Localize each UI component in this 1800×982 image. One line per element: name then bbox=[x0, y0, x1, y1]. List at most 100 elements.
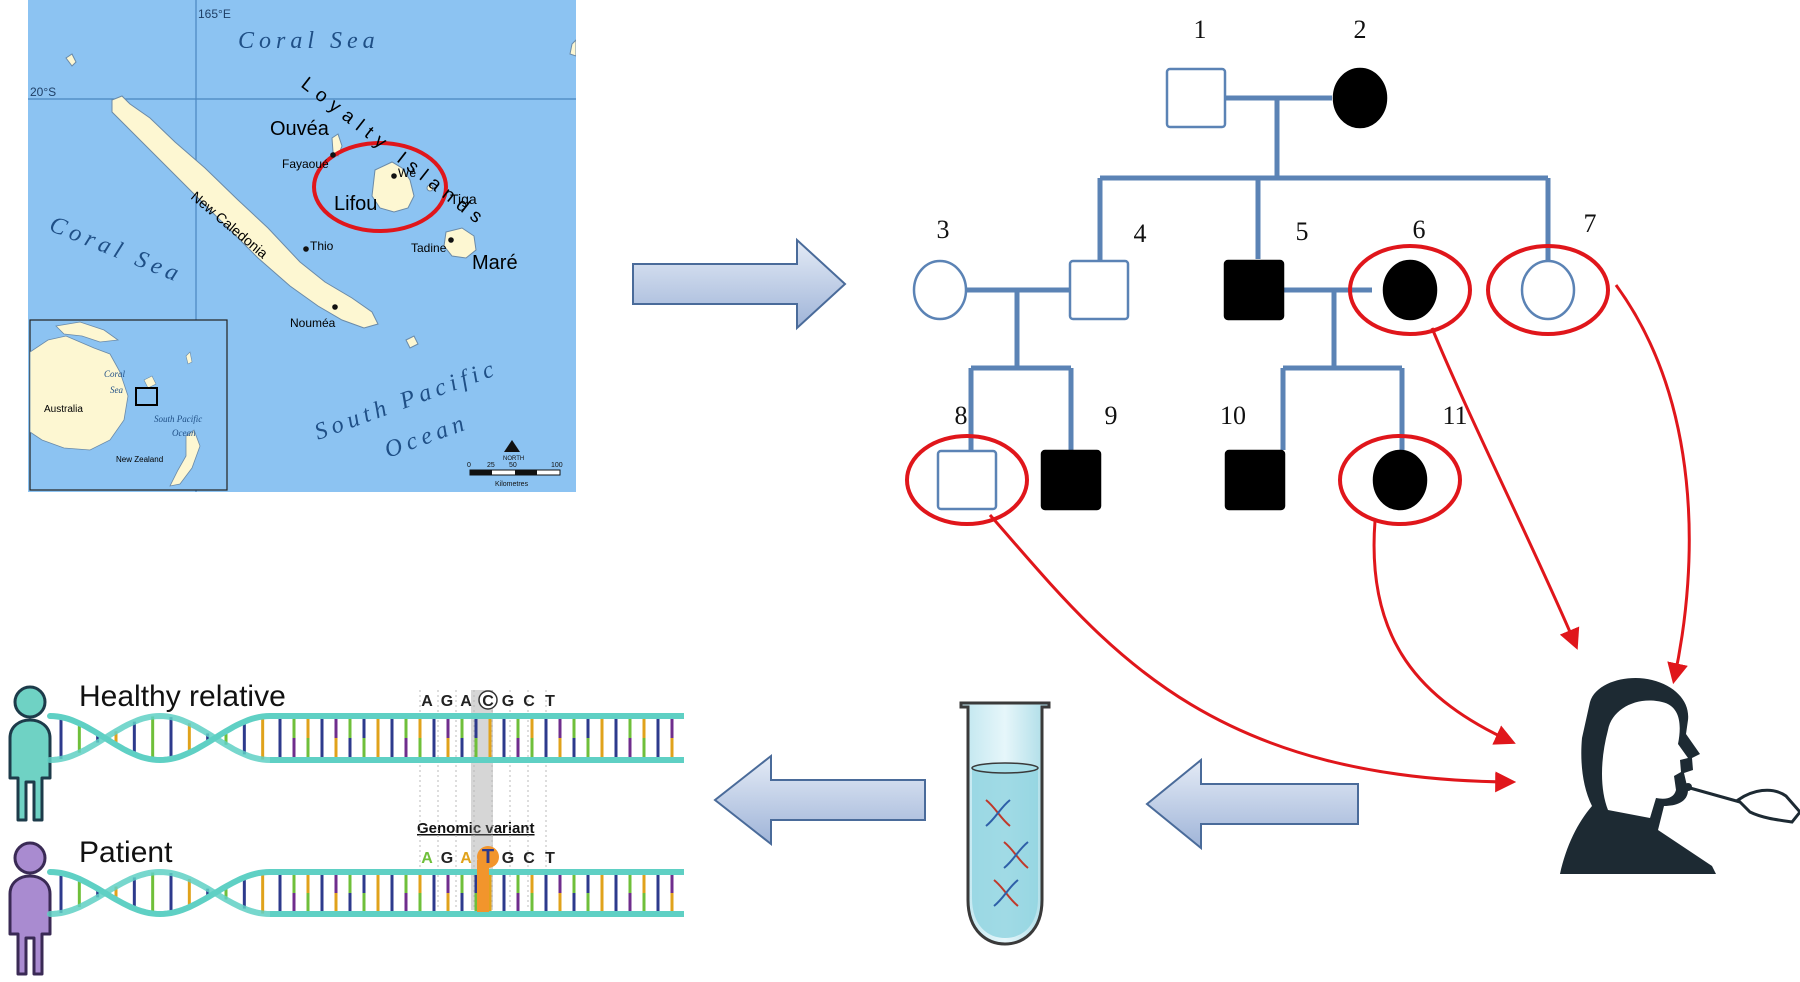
pedigree-label-8: 8 bbox=[955, 401, 968, 430]
sampling-arrow-8 bbox=[988, 514, 1517, 793]
thio-dot bbox=[303, 246, 309, 252]
australia-landmass bbox=[30, 335, 129, 451]
scale-unit: Kilometres bbox=[495, 481, 529, 488]
scale-100: 100 bbox=[551, 462, 563, 469]
healthy-base: A bbox=[460, 693, 472, 710]
inset-coral-label: Coral bbox=[104, 369, 126, 379]
map: 165°E 20°S Coral Sea Coral Sea Loyalty I… bbox=[28, 0, 576, 492]
scale-bar bbox=[469, 469, 561, 476]
mare-label: Maré bbox=[472, 252, 518, 274]
patient-base: T bbox=[482, 846, 494, 868]
scale-0: 0 bbox=[467, 462, 471, 469]
we-dot bbox=[391, 173, 397, 179]
patient-base: A bbox=[421, 850, 433, 867]
mare-island bbox=[443, 227, 477, 259]
pedigree-label-5: 5 bbox=[1296, 217, 1309, 246]
healthy-base: G bbox=[441, 693, 453, 710]
sampling-arrows bbox=[988, 284, 1691, 793]
healthy-base: T bbox=[545, 693, 555, 710]
pedigree-label-11: 11 bbox=[1442, 401, 1467, 430]
patient-base: G bbox=[502, 850, 514, 867]
ouvea-label: Ouvéa bbox=[270, 118, 330, 140]
variant-marker bbox=[477, 860, 489, 912]
arrow-tube-to-dna bbox=[713, 753, 926, 847]
lifou-highlight-circle bbox=[312, 141, 448, 233]
north-arrow-icon bbox=[504, 440, 520, 452]
tiga-label: Tiga bbox=[450, 191, 477, 207]
patient-base: A bbox=[460, 850, 472, 867]
tiga-island bbox=[426, 184, 434, 192]
variant-base-circle bbox=[478, 690, 498, 710]
healthy-person-icon bbox=[8, 685, 52, 822]
patient-base: T bbox=[545, 850, 555, 867]
inset-map: Australia Coral Sea South Pacific Ocean … bbox=[29, 319, 228, 491]
islet bbox=[143, 375, 157, 389]
swab-person-icon bbox=[1560, 678, 1800, 874]
sampling-arrow-7 bbox=[1614, 284, 1691, 685]
sampling-arrow-11 bbox=[1372, 520, 1516, 745]
healthy-base: G bbox=[502, 693, 514, 710]
pedigree-label-3: 3 bbox=[937, 215, 950, 244]
fayaoue-dot bbox=[330, 152, 336, 158]
dna-helix-healthy bbox=[47, 712, 684, 764]
pedigree-individual-11 bbox=[1372, 449, 1428, 511]
pedigree-individual-8 bbox=[936, 449, 998, 511]
pedigree-individual-3 bbox=[912, 259, 968, 321]
pedigree-lines bbox=[966, 95, 1551, 452]
healthy-base: C bbox=[482, 693, 494, 710]
pedigree-label-4: 4 bbox=[1134, 219, 1147, 248]
islet bbox=[569, 39, 576, 57]
pedigree-individual-6 bbox=[1382, 259, 1438, 321]
islet bbox=[405, 335, 419, 349]
variant-base-circle bbox=[477, 846, 499, 868]
inset-locator-box bbox=[135, 387, 158, 406]
pedigree-individual-1 bbox=[1165, 67, 1227, 129]
pedigree-label-7: 7 bbox=[1584, 209, 1597, 238]
healthy-base: C bbox=[523, 693, 535, 710]
longitude-label: 165°E bbox=[198, 7, 231, 21]
pedigree-label-2: 2 bbox=[1354, 15, 1367, 44]
islet bbox=[185, 351, 193, 365]
noumea-label: Nouméa bbox=[290, 316, 336, 330]
genomic-variant-label: Genomic variant bbox=[417, 820, 535, 837]
pedigree-label-6: 6 bbox=[1413, 215, 1426, 244]
sampled-highlight-11 bbox=[1338, 434, 1462, 526]
fayaoue-label: Fayaoué bbox=[282, 157, 329, 171]
pedigree-label-9: 9 bbox=[1105, 401, 1118, 430]
scale-25: 25 bbox=[487, 462, 495, 469]
tadine-dot bbox=[448, 237, 454, 243]
inset-sea-label: Sea bbox=[110, 385, 123, 395]
dna-comparison-panel: Healthy relative Patient Genomic variant… bbox=[8, 680, 684, 976]
lifou-island bbox=[371, 161, 415, 213]
healthy-base: A bbox=[421, 693, 433, 710]
thio-label: Thio bbox=[310, 239, 334, 253]
new-caledonia-island bbox=[111, 95, 379, 329]
scale-50: 50 bbox=[509, 462, 517, 469]
patient-person-icon bbox=[8, 841, 52, 976]
inset-australia-label: Australia bbox=[44, 404, 83, 415]
pedigree-individual-9 bbox=[1040, 449, 1102, 511]
pedigree-individual-10 bbox=[1224, 449, 1286, 511]
arrow-map-to-pedigree bbox=[632, 237, 847, 331]
healthy-relative-label: Healthy relative bbox=[79, 680, 286, 713]
arrow-swab-to-tube bbox=[1145, 757, 1359, 851]
sampled-highlight-7 bbox=[1486, 244, 1610, 336]
we-label: Wé bbox=[398, 166, 416, 180]
sampled-highlight-8 bbox=[905, 434, 1029, 526]
inset-new-zealand-label: New Zealand bbox=[116, 455, 163, 464]
pedigree-individual-4 bbox=[1068, 259, 1130, 321]
islet bbox=[65, 53, 77, 67]
dna-strand-icon bbox=[993, 879, 1019, 907]
pedigree-individual-2 bbox=[1332, 67, 1388, 129]
inset-south-pacific-label: South Pacific bbox=[154, 414, 202, 424]
patient-label: Patient bbox=[79, 836, 173, 869]
sampling-arrow-6 bbox=[1430, 327, 1580, 650]
tadine-label: Tadine bbox=[411, 241, 447, 255]
pedigree-label-10: 10 bbox=[1220, 401, 1246, 430]
sampled-highlight-6 bbox=[1348, 244, 1472, 336]
papua-landmass bbox=[55, 321, 120, 343]
new-zealand-landmass bbox=[169, 429, 201, 487]
north-label: NORTH bbox=[503, 456, 524, 462]
